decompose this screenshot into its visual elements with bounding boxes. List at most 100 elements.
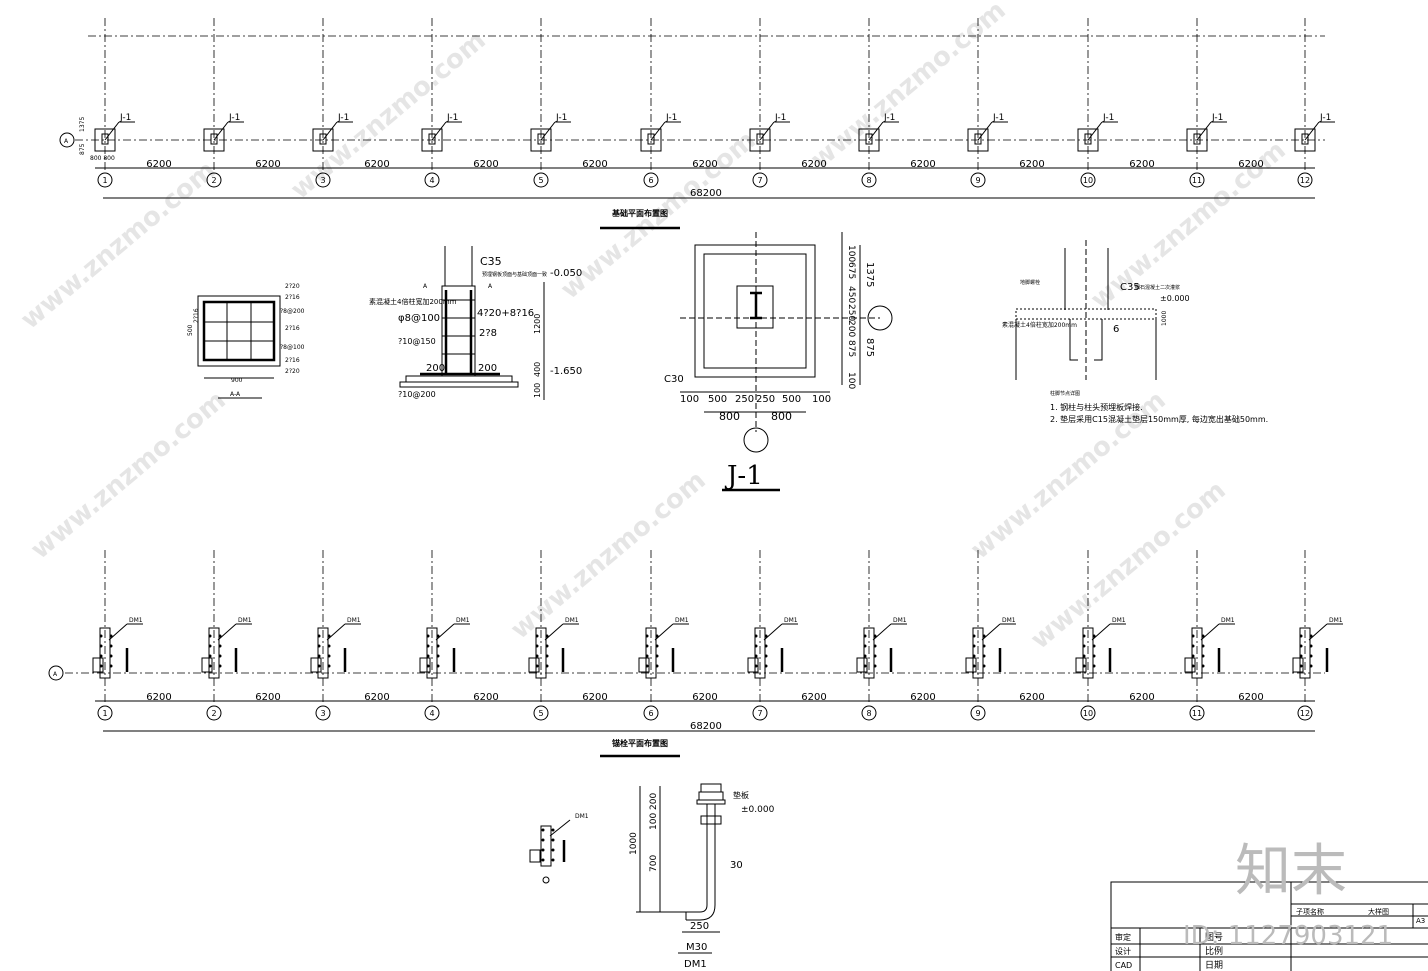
level-top: -0.050	[550, 268, 582, 279]
axis-label: 3	[320, 176, 325, 185]
anchor-bolt	[1191, 664, 1195, 668]
anchor-bolt	[327, 654, 331, 658]
anchor-plate	[528, 657, 540, 673]
anchor-bolt	[436, 654, 440, 658]
anchor-bolt	[863, 664, 867, 668]
tag-label: J-1	[119, 113, 131, 123]
id-watermark: ID: 1127903121	[1183, 921, 1393, 951]
axis-label: 2	[211, 709, 216, 718]
anchor-column	[1299, 627, 1311, 679]
span-label: 6200	[692, 159, 717, 170]
anchor-bolt	[218, 644, 222, 648]
mini-mark	[542, 876, 550, 884]
tb-row-label-3: CAD	[1115, 961, 1132, 970]
foot-dim-b0: 100	[680, 394, 699, 405]
anchor-column	[1191, 627, 1203, 679]
span-label: 6200	[582, 159, 607, 170]
ad-nut-1	[700, 783, 722, 793]
anchor-bolt	[873, 644, 877, 648]
ad-dia: 30	[730, 860, 743, 871]
anchor-bolt	[1082, 654, 1086, 658]
col-dim-1200: 1200	[533, 314, 542, 334]
tb-right-3: 日期	[1205, 960, 1223, 971]
axis-bubble	[424, 705, 440, 721]
sec-note-7: 2?20	[285, 368, 300, 375]
anchor-bolt	[545, 634, 549, 638]
axis-bubble	[97, 705, 113, 721]
anchor-bolt	[754, 634, 758, 638]
tag-label: J-1	[774, 113, 786, 123]
tag-leader	[763, 623, 783, 641]
axis-label: 9	[975, 176, 980, 185]
anchor-bolt	[982, 664, 986, 668]
bd-note-top: 细石混凝土二次灌浆	[1135, 284, 1180, 291]
footing-slab	[405, 375, 513, 383]
tag-label: J-1	[228, 113, 240, 123]
foot-dim-c1: 800	[771, 410, 792, 423]
span-label: 6200	[473, 159, 498, 170]
anchor-column	[645, 627, 657, 679]
tag-leader	[544, 623, 564, 641]
span-label: 6200	[910, 692, 935, 703]
axis-bubble	[206, 705, 222, 721]
mini-bolt	[551, 838, 555, 842]
mini-bolt	[541, 858, 545, 862]
anchor-bolt	[655, 654, 659, 658]
anchor-bolt	[754, 654, 758, 658]
axis-bubble	[1297, 172, 1313, 188]
axis-a-label-2: A	[53, 671, 58, 678]
anchor-plate	[1292, 657, 1304, 673]
ad-level: ±0.000	[741, 805, 775, 815]
anchor-bolt	[645, 644, 649, 648]
footing-j1	[858, 128, 880, 152]
axis-bubble	[643, 172, 659, 188]
anchor-plate	[747, 657, 759, 673]
ad-dim-100: 100	[649, 813, 659, 830]
anchor-bolt	[1299, 634, 1303, 638]
ad-plate-label: 垫板	[733, 790, 749, 800]
mini-bolt	[551, 828, 555, 832]
axis-label: 1	[102, 176, 107, 185]
span-label: 6200	[910, 159, 935, 170]
axis-bubble	[1189, 172, 1205, 188]
footing-j1	[530, 128, 552, 152]
anchor-bolt	[99, 634, 103, 638]
col-dim-200b: 200	[478, 363, 497, 374]
anchor-bolt	[327, 634, 331, 638]
ad-total: 1000	[629, 832, 639, 855]
axis-a-bubble	[59, 132, 75, 148]
sec-note-1: 2?20	[285, 283, 300, 290]
axis-bubble	[424, 172, 440, 188]
axis-label: 12	[1300, 709, 1310, 718]
bd-mark: 6	[1113, 324, 1119, 335]
anchor-bolt	[109, 664, 113, 668]
tag-leader	[326, 623, 346, 641]
anchor-bolt	[1299, 654, 1303, 658]
footing-j1	[312, 128, 334, 152]
anchor-plan: A 68200 DM11DM12DM13DM14DM15DM16DM17DM18…	[48, 550, 1343, 758]
base-detail: C35 细石混凝土二次灌浆 地脚螺栓 素混凝土4倍柱宽加200mm ±0.000…	[1002, 240, 1268, 424]
anchor-bolt	[655, 634, 659, 638]
tag-label: DM1	[129, 617, 143, 624]
title-block: 子项名称 大样图 A3 审定 设计 CAD 图号 比例 日期 知末 ID: 11…	[1110, 839, 1428, 971]
anchor-bolt	[1201, 654, 1205, 658]
anchor-bolt	[1309, 664, 1313, 668]
axis-bubble	[1080, 705, 1096, 721]
col-bot-note1: ?10@150	[398, 337, 436, 346]
span-label: 6200	[1019, 692, 1044, 703]
anchor-bolt	[972, 634, 976, 638]
total-dim: 68200	[690, 188, 722, 199]
foot-dim-r0: 100	[846, 245, 856, 262]
anchor-column	[208, 627, 220, 679]
tag-label: DM1	[784, 617, 798, 624]
axis-label: 7	[757, 176, 762, 185]
plan2-title: 锚栓平面布置图	[612, 738, 668, 748]
span-label: 6200	[146, 159, 171, 170]
anchor-bolt	[645, 664, 649, 668]
anchor-bolt	[436, 644, 440, 648]
anchor-bolt	[863, 644, 867, 648]
anchor-bolt	[863, 654, 867, 658]
anchor-bolt	[764, 654, 768, 658]
